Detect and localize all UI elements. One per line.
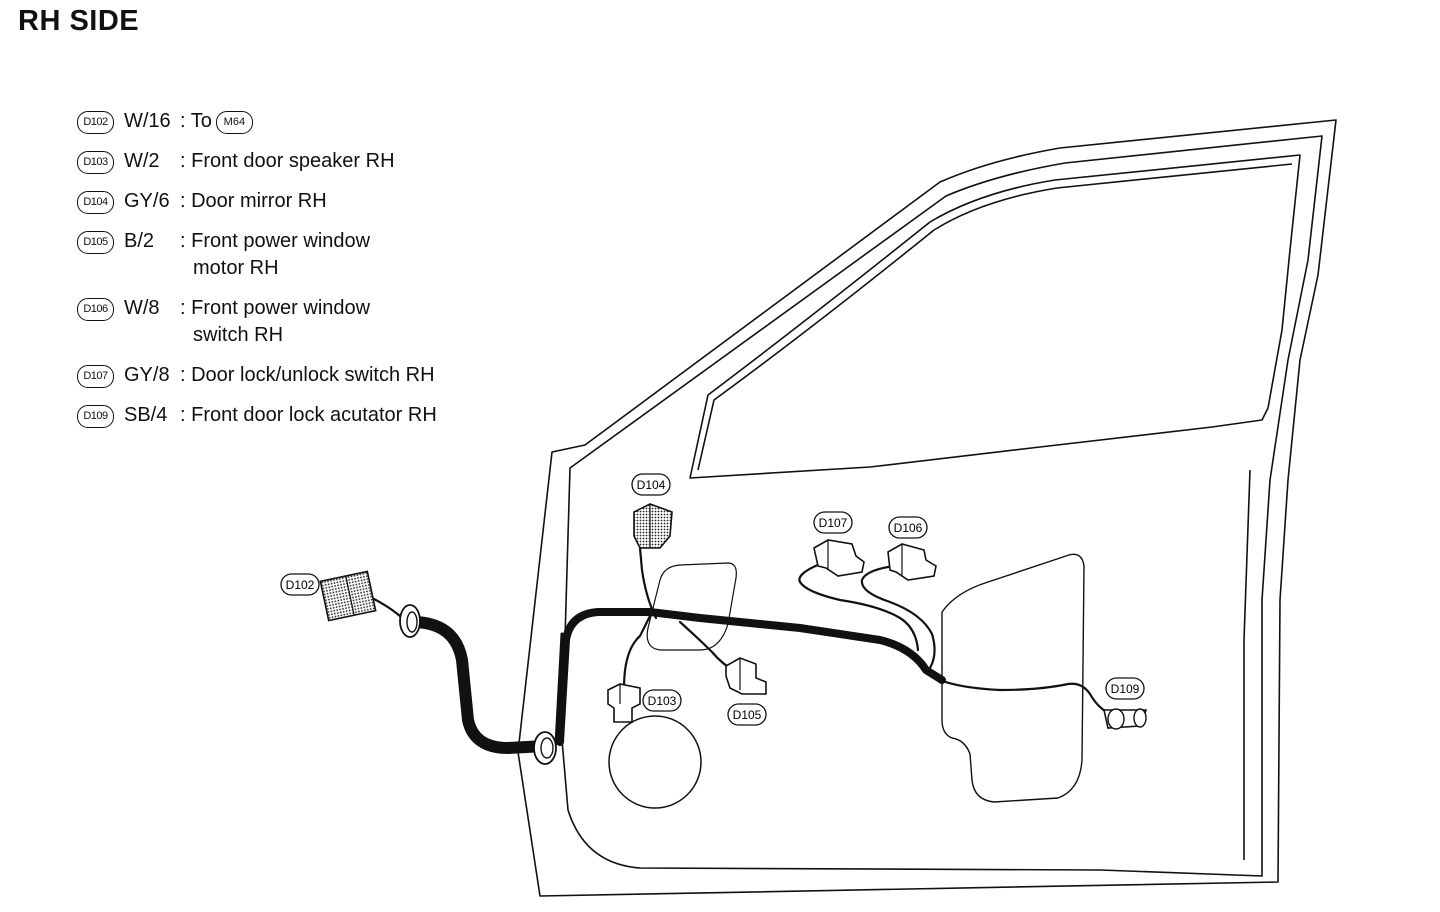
connector-badge: D103	[77, 151, 114, 174]
connector-d104-shape	[633, 503, 673, 549]
wire-code: GY/6	[124, 190, 170, 212]
connector-d103-shape	[607, 683, 641, 723]
speaker-opening	[608, 715, 702, 809]
grommet-door	[533, 731, 557, 765]
connector-ref-badge: M64	[215, 111, 253, 134]
svg-text:D104: D104	[637, 478, 666, 492]
connector-description: : Front door lock acutator RH	[180, 404, 437, 426]
connector-badge: D107	[77, 365, 114, 388]
svg-text:D109: D109	[1111, 682, 1140, 696]
lock-panel-outline	[941, 553, 1085, 803]
svg-text:D103: D103	[648, 694, 677, 708]
label-d105: D105	[727, 703, 767, 726]
label-d104: D104	[631, 473, 671, 496]
label-d107: D107	[813, 511, 853, 534]
label-d103: D103	[642, 689, 682, 712]
connector-badge: D105	[77, 231, 114, 254]
connector-badge: D104	[77, 191, 114, 214]
wire-code: W/16	[124, 110, 171, 132]
wire-code: W/8	[124, 297, 160, 319]
connector-badge: D109	[77, 405, 114, 428]
wire-code: GY/8	[124, 364, 170, 386]
connector-description: : Door mirror RH	[180, 190, 327, 212]
label-d106: D106	[888, 516, 928, 539]
window-glass	[689, 154, 1301, 479]
svg-text:D107: D107	[819, 516, 848, 530]
grommet-front	[399, 604, 421, 638]
main-harness	[406, 608, 946, 754]
connector-d107-shape	[813, 539, 865, 577]
svg-text:D106: D106	[894, 521, 923, 535]
label-d102: D102	[280, 573, 320, 596]
door-outline	[517, 119, 1337, 897]
connector-d102-shape	[319, 570, 377, 622]
connector-description: : Door lock/unlock switch RH	[180, 364, 435, 386]
wire-code: W/2	[124, 150, 160, 172]
wire-code: SB/4	[124, 404, 168, 426]
connector-d109-shape	[1103, 708, 1148, 730]
connector-description: : Front door speaker RH	[180, 150, 395, 172]
wire-code: B/2	[124, 230, 155, 252]
connector-d106-shape	[887, 543, 937, 581]
page-title: RH SIDE	[18, 5, 140, 37]
label-d109: D109	[1105, 677, 1145, 700]
service-hole	[646, 562, 737, 651]
connector-badge: D106	[77, 298, 114, 321]
connector-d105-shape	[725, 657, 767, 695]
connector-badge: D102	[77, 111, 114, 134]
branch-wires	[370, 546, 1112, 716]
svg-text:D102: D102	[286, 578, 315, 592]
svg-text:D105: D105	[733, 708, 762, 722]
